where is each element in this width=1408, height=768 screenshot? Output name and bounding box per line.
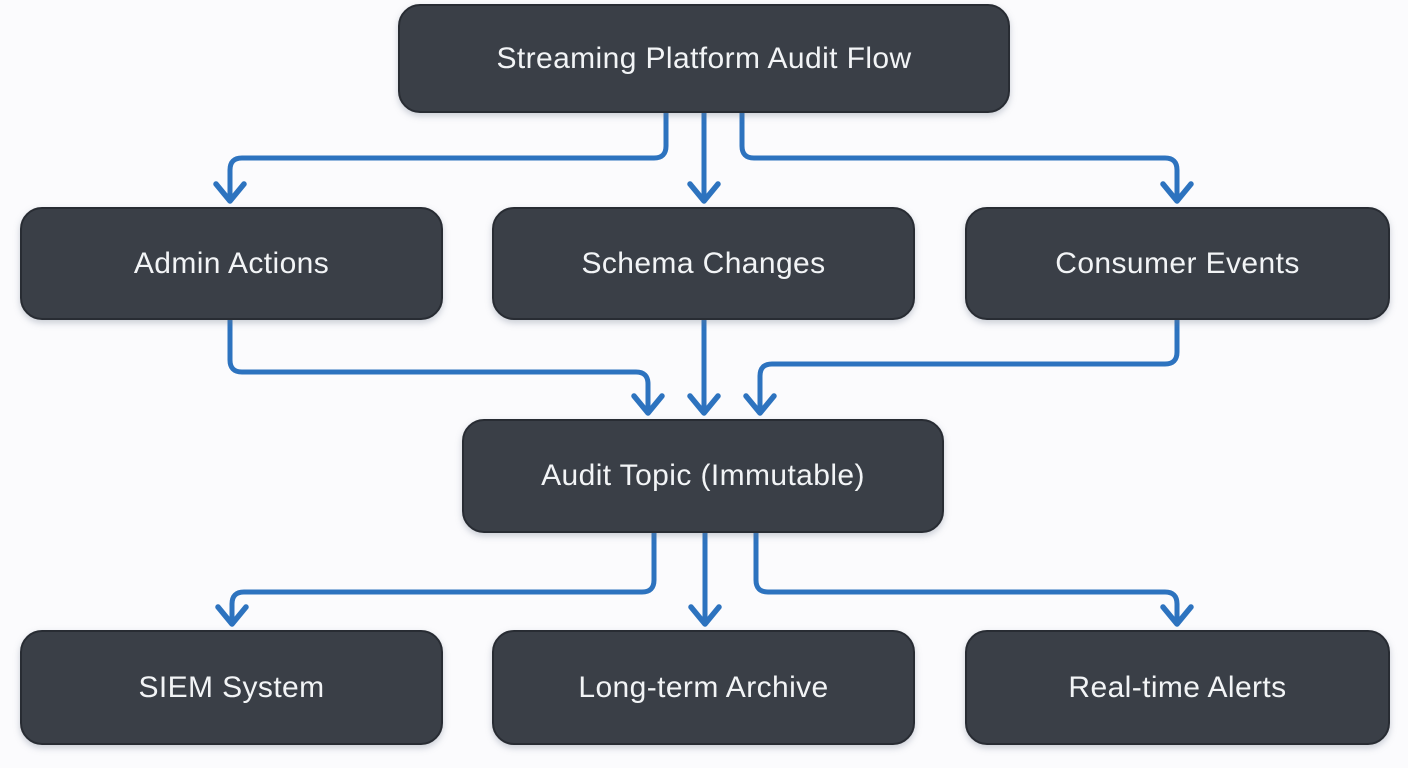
node-long-term-archive: Long-term Archive <box>492 630 915 745</box>
arrowhead-root-schema <box>687 181 721 204</box>
arrowhead-admin-audit <box>631 393 665 416</box>
node-admin-actions: Admin Actions <box>20 207 443 320</box>
edge-audit-siem <box>229 530 657 624</box>
arrowhead-audit-siem <box>215 604 249 627</box>
edge-root-admin <box>227 110 669 201</box>
node-streaming-platform-audit-flow: Streaming Platform Audit Flow <box>398 4 1010 113</box>
arrowhead-root-consumer <box>1160 181 1194 204</box>
node-label: Long-term Archive <box>578 670 829 704</box>
node-consumer-events: Consumer Events <box>965 207 1390 320</box>
edge-consumer-audit <box>757 317 1180 413</box>
edge-audit-alerts <box>753 530 1180 624</box>
node-label: Real-time Alerts <box>1068 670 1287 704</box>
node-audit-topic-immutable: Audit Topic (Immutable) <box>462 419 944 533</box>
node-label: Schema Changes <box>581 246 826 280</box>
arrowhead-root-admin <box>213 181 247 204</box>
arrowhead-consumer-audit <box>743 393 777 416</box>
node-label: Streaming Platform Audit Flow <box>496 41 912 75</box>
edge-admin-audit <box>227 317 651 413</box>
node-siem-system: SIEM System <box>20 630 443 745</box>
node-schema-changes: Schema Changes <box>492 207 915 320</box>
node-label: Admin Actions <box>133 246 330 280</box>
edge-root-consumer <box>739 110 1180 201</box>
arrowhead-schema-audit <box>687 393 721 416</box>
arrowhead-audit-archive <box>688 604 722 627</box>
arrowhead-audit-alerts <box>1160 604 1194 627</box>
node-real-time-alerts: Real-time Alerts <box>965 630 1390 745</box>
node-label: Audit Topic (Immutable) <box>541 459 865 492</box>
node-label: Consumer Events <box>1055 246 1300 280</box>
node-label: SIEM System <box>138 670 325 704</box>
